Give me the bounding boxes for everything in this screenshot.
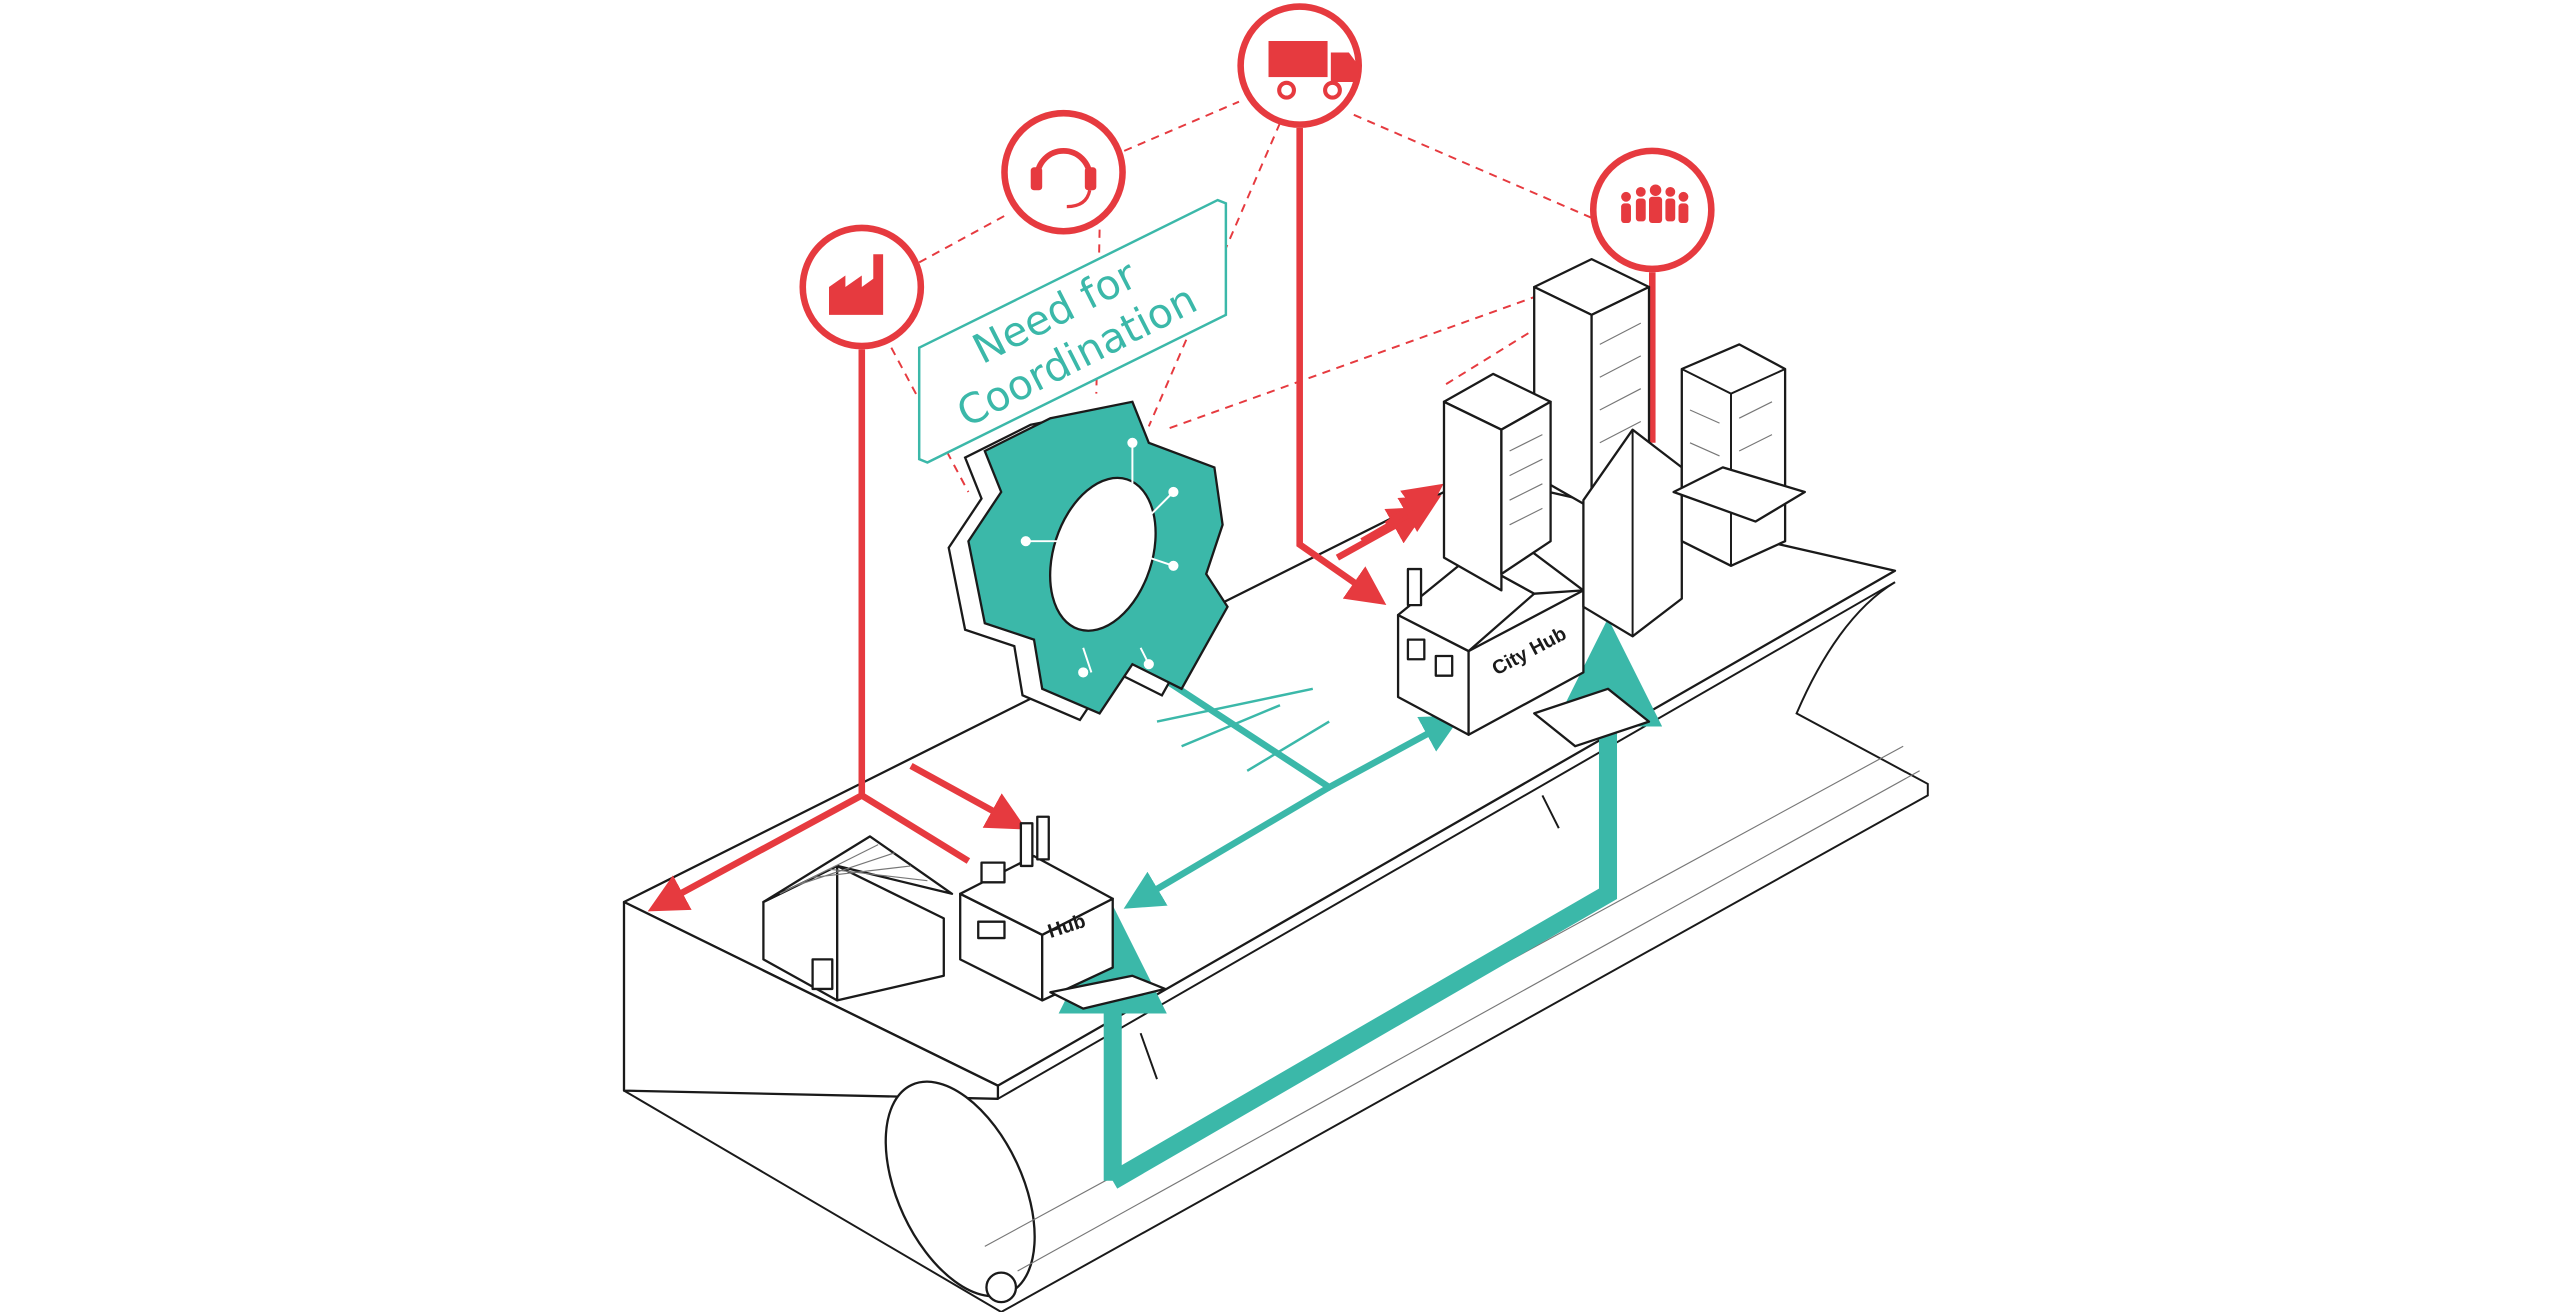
headset-node xyxy=(1001,109,1126,235)
teal-flows xyxy=(1058,618,1663,1189)
hub-building: Hub xyxy=(959,815,1167,1010)
people-icon xyxy=(1621,184,1689,224)
city-buildings xyxy=(1442,257,1806,638)
factory-icon xyxy=(829,254,884,315)
need-for-coordination-sign: Need for Coordination xyxy=(917,198,1228,464)
truck-icon xyxy=(1268,41,1359,100)
factory-node xyxy=(799,224,925,350)
gear-icon xyxy=(947,400,1229,722)
headset-icon xyxy=(1030,148,1097,209)
truck-node xyxy=(1237,3,1362,128)
red-flows xyxy=(647,127,1656,912)
people-node xyxy=(1589,147,1715,273)
warehouse-building xyxy=(762,835,954,1002)
